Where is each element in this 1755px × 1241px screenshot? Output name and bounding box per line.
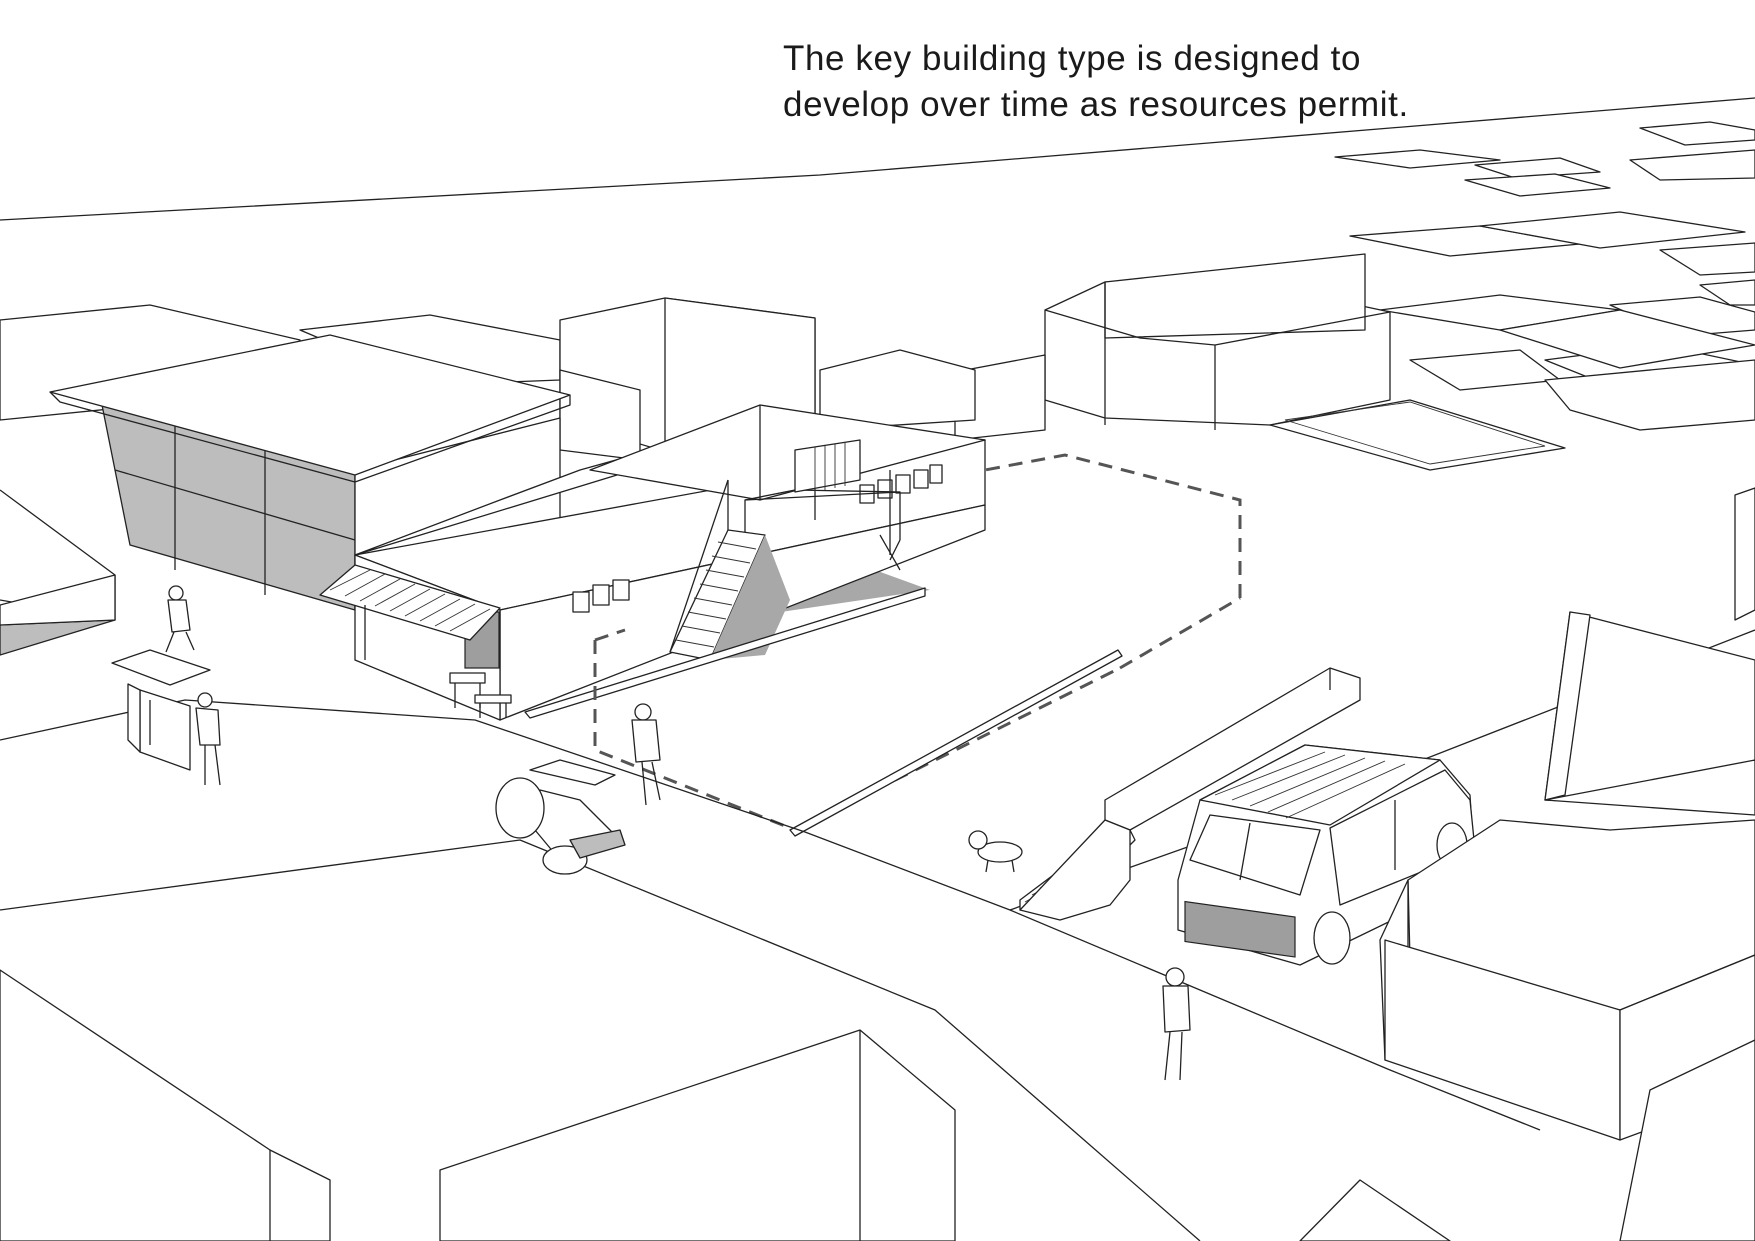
retaining-wall <box>1019 667 1361 921</box>
rickshaw <box>495 759 626 875</box>
kiosk <box>111 649 211 771</box>
person-at-kiosk <box>195 692 221 786</box>
key-building <box>319 404 986 721</box>
person-bottom <box>1162 967 1191 1081</box>
street <box>0 489 1755 1241</box>
person-centre <box>631 703 661 806</box>
distant-rooftops <box>1334 121 1755 399</box>
distant-ground <box>0 97 1755 221</box>
back-row-buildings <box>954 253 1755 471</box>
person-left-top <box>165 585 195 653</box>
caption-line-2: develop over time as resources permit. <box>783 85 1409 124</box>
plot-kerb <box>789 649 1123 837</box>
pedestrians <box>165 585 1191 1081</box>
future-plot-outline <box>593 453 1242 832</box>
right-buildings <box>1379 487 1755 1241</box>
caption-line-1: The key building type is designed to <box>783 39 1362 78</box>
dog <box>968 830 1023 873</box>
caption: The key building type is designed to dev… <box>783 36 1543 128</box>
foreground-buildings <box>0 969 1451 1241</box>
